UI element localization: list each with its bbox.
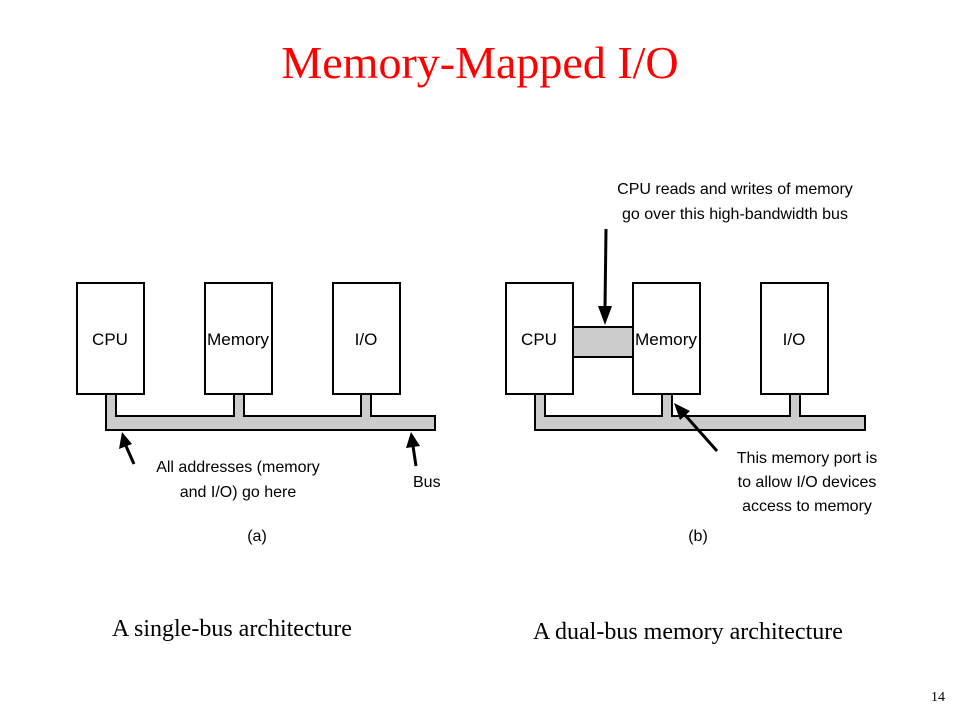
- io-label-b: I/O: [783, 330, 806, 349]
- diagram-a: CPU Memory I/O All addresses (memory and…: [76, 282, 441, 545]
- addresses-note-line2: and I/O) go here: [180, 484, 297, 501]
- port-note-line1: This memory port is: [737, 450, 877, 467]
- figure-label-a: (a): [247, 528, 267, 545]
- io-label-a: I/O: [355, 330, 378, 349]
- highbw-arrowhead: [598, 306, 612, 325]
- bus-arrowhead-a: [406, 432, 420, 448]
- cpu-label-b: CPU: [521, 330, 557, 349]
- port-note-line2: to allow I/O devices: [738, 474, 877, 491]
- memory-label-a: Memory: [207, 330, 269, 349]
- memory-box-b: [632, 282, 701, 395]
- slide-title: Memory-Mapped I/O: [281, 37, 679, 88]
- addresses-arrowhead-a: [119, 432, 132, 449]
- bus-arrow-a: [411, 445, 418, 467]
- highbw-note-line1: CPU reads and writes of memory: [617, 181, 853, 198]
- port-note-line3: access to memory: [742, 498, 872, 515]
- cpu-box-b: [505, 282, 574, 395]
- system-bus-b: [534, 393, 866, 431]
- memory-bus-b: [572, 326, 635, 358]
- memory-box-a: [204, 282, 273, 395]
- cpu-box-a: [76, 282, 145, 395]
- caption-single-bus: A single-bus architecture: [112, 616, 352, 642]
- diagram-b: CPU Memory I/O CPU reads and writes of m…: [505, 181, 877, 545]
- port-arrow: [683, 414, 719, 452]
- port-arrowhead: [674, 403, 690, 420]
- bus-label-a: Bus: [413, 474, 441, 491]
- io-box-b: [760, 282, 829, 395]
- page-number: 14: [931, 690, 945, 705]
- addresses-note-line1: All addresses (memory: [156, 459, 320, 476]
- io-box-a: [332, 282, 401, 395]
- system-bus-a: [105, 393, 436, 431]
- figure-label-b: (b): [688, 528, 708, 545]
- highbw-arrow: [603, 228, 608, 309]
- addresses-arrow-a: [124, 445, 136, 465]
- cpu-label-a: CPU: [92, 330, 128, 349]
- memory-label-b: Memory: [635, 330, 697, 349]
- caption-dual-bus: A dual-bus memory architecture: [533, 619, 843, 645]
- highbw-note-line2: go over this high-bandwidth bus: [622, 206, 848, 223]
